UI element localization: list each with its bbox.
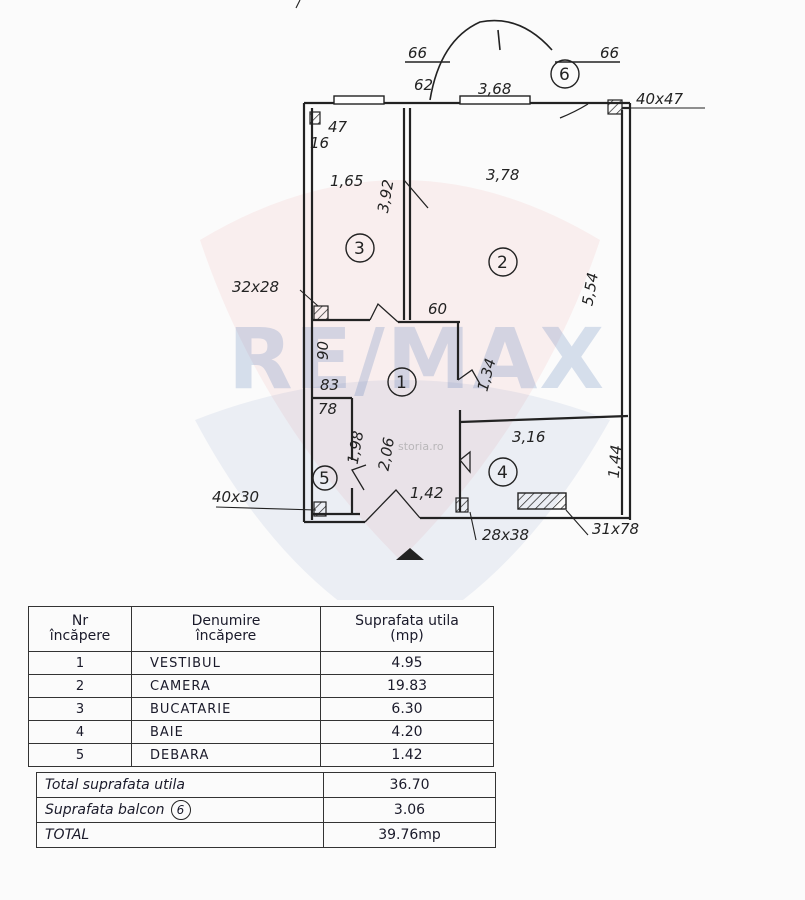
- total-useful-label: Total suprafata utila: [36, 772, 324, 798]
- row-name: DEBARA: [131, 743, 321, 767]
- balcony-label-cell: Suprafata balcon 6: [36, 797, 324, 823]
- room-2-number: 2: [497, 253, 508, 273]
- dim-31x78: 31x78: [592, 520, 639, 538]
- watermark-brand: RE/MAX: [228, 310, 606, 408]
- table-row: 3 BUCATARIE 6.30: [28, 697, 494, 721]
- grand-total-label: TOTAL: [36, 822, 324, 848]
- floor-plan: RE/MAX: [195, 0, 705, 600]
- dim-3-68: 3,68: [478, 80, 511, 98]
- dim-16: 16: [310, 134, 329, 152]
- columns: [309, 99, 623, 517]
- row-area: 1.42: [320, 743, 494, 767]
- header-name-line1: Denumire: [191, 613, 261, 629]
- table-row: 5 DEBARA 1.42: [28, 743, 494, 767]
- dim-1-44: 1,44: [605, 444, 626, 479]
- table-header-row: Nr încăpere Denumire încăpere Suprafata …: [28, 606, 494, 652]
- dim-5-54: 5,54: [578, 271, 602, 307]
- row-name: CAMERA: [131, 674, 321, 698]
- total-useful-row: Total suprafata utila 36.70: [36, 772, 496, 798]
- header-nr: Nr încăpere: [28, 606, 132, 652]
- watermark-small: storia.ro: [398, 440, 444, 453]
- row-name: VESTIBUL: [131, 651, 321, 675]
- dim-1-65: 1,65: [330, 172, 363, 190]
- header-area: Suprafata utila (mp): [320, 606, 494, 652]
- header-name-line2: încăpere: [195, 628, 257, 644]
- dim-90: 90: [314, 341, 332, 360]
- windows: [333, 95, 567, 510]
- dim-83: 83: [320, 376, 339, 394]
- row-nr: 3: [28, 697, 132, 721]
- dim-40x47: 40x47: [636, 90, 684, 108]
- row-area: 4.20: [320, 720, 494, 744]
- dim-3-78: 3,78: [486, 166, 519, 184]
- dim-28x38: 28x38: [482, 526, 529, 544]
- dim-62: 62: [414, 76, 433, 94]
- table-row: 2 CAMERA 19.83: [28, 674, 494, 698]
- room-6-number: 6: [559, 65, 570, 85]
- row-area: 4.95: [320, 651, 494, 675]
- row-nr: 4: [28, 720, 132, 744]
- balcony-row: Suprafata balcon 6 3.06: [36, 797, 496, 823]
- balcony-value: 3.06: [323, 797, 496, 823]
- dim-47: 47: [328, 118, 348, 136]
- dim-66-left: 66: [408, 44, 427, 62]
- header-name: Denumire încăpere: [131, 606, 321, 652]
- dimension-labels: 66 66 62 3,68 40x47 47 16 1,65 3,92 3,78…: [212, 44, 684, 544]
- grand-total-row: TOTAL 39.76mp: [36, 822, 496, 848]
- row-name: BAIE: [131, 720, 321, 744]
- dim-78: 78: [318, 400, 337, 418]
- total-useful-value: 36.70: [323, 772, 496, 798]
- room-circles: [312, 59, 580, 491]
- room-3-number: 3: [354, 239, 365, 259]
- row-name: BUCATARIE: [131, 697, 321, 721]
- dim-2-06: 2,06: [375, 436, 399, 472]
- row-nr: 2: [28, 674, 132, 698]
- table-row: 1 VESTIBUL 4.95: [28, 651, 494, 675]
- entry-arrow-icon: [396, 548, 424, 560]
- balcony-outline: [405, 19, 620, 101]
- dim-40x30: 40x30: [212, 488, 259, 506]
- grand-total-value: 39.76mp: [323, 822, 496, 848]
- dim-1-98: 1,98: [344, 430, 368, 466]
- totals-table: Total suprafata utila 36.70 Suprafata ba…: [36, 772, 496, 848]
- walls: [302, 101, 632, 524]
- dim-1-42: 1,42: [410, 484, 443, 502]
- header-area-line1: Suprafata utila: [355, 613, 459, 629]
- table-row: 4 BAIE 4.20: [28, 720, 494, 744]
- header-nr-line1: Nr: [71, 613, 89, 629]
- door-swings: [351, 103, 589, 523]
- row-area: 6.30: [320, 697, 494, 721]
- room-1-number: 1: [396, 373, 407, 393]
- room-5-number: 5: [319, 469, 330, 489]
- balcony-label: Suprafata balcon: [45, 802, 165, 818]
- room-4-number: 4: [497, 463, 508, 483]
- leader-lines: [215, 0, 705, 541]
- row-area: 19.83: [320, 674, 494, 698]
- header-area-line2: (mp): [390, 628, 424, 644]
- dim-3-92: 3,92: [374, 178, 398, 214]
- rooms-table: Nr încăpere Denumire încăpere Suprafata …: [28, 606, 494, 767]
- row-nr: 1: [28, 651, 132, 675]
- dim-66-right: 66: [600, 44, 619, 62]
- balcony-number: 6: [170, 800, 191, 820]
- dim-3-16: 3,16: [512, 428, 545, 446]
- row-nr: 5: [28, 743, 132, 767]
- dim-32x28: 32x28: [232, 278, 279, 296]
- dim-60: 60: [428, 300, 447, 318]
- header-nr-line2: încăpere: [49, 628, 111, 644]
